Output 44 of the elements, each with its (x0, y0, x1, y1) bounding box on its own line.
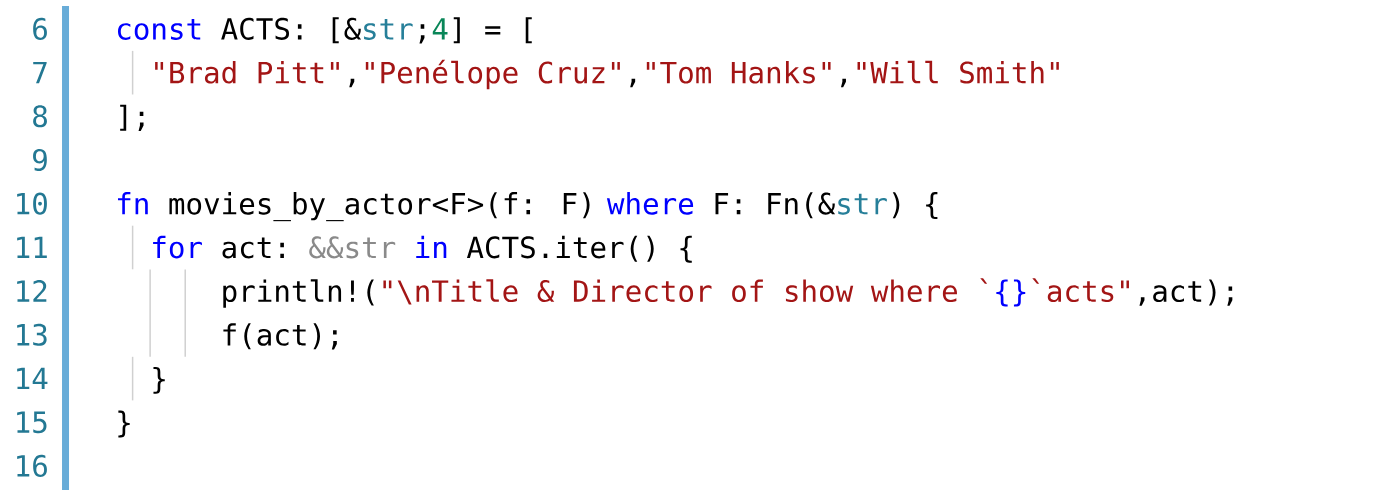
line-number: 10 (17, 192, 47, 215)
code-text: , (840, 78, 846, 88)
line-number: 16 (17, 454, 47, 477)
code-text: ACTS.iter() { (466, 235, 692, 263)
code-text: str (838, 193, 887, 215)
code-text: ) { (892, 192, 938, 220)
code-text: println!( (223, 279, 374, 308)
code-text: ; (419, 24, 425, 44)
code-text: , (349, 78, 355, 88)
code-text: f(act); (223, 323, 337, 350)
code-text: "Tom Hanks" (646, 61, 831, 84)
line-number: 15 (17, 411, 47, 434)
code-text: } (153, 366, 165, 394)
code-text: "Brad Pitt" (155, 61, 339, 84)
code-text: "Penélope Cruz" (365, 59, 620, 90)
code-text: movies_by_actor<F>(f: F) (169, 192, 590, 222)
code-text: `acts" (1032, 278, 1129, 303)
code-text: "\nTitle & Director of show where ` (383, 278, 988, 305)
code-text: str (364, 19, 413, 40)
code-text: 4 (432, 18, 448, 40)
code-text: ,act); (1139, 279, 1233, 306)
line-number: 6 (33, 17, 47, 40)
line-number: 9 (33, 148, 47, 171)
code-text: {} (996, 279, 1026, 307)
line-number: 11 (17, 236, 47, 258)
code-text: act: (222, 237, 284, 259)
code-text: "Will Smith" (857, 60, 1059, 84)
code-text: in (416, 235, 447, 258)
code-text: const (118, 19, 201, 40)
code-text: ACTS: [& (221, 17, 362, 44)
line-number: 8 (33, 105, 47, 128)
line-number: 12 (17, 280, 47, 302)
code-text: , (630, 78, 636, 88)
line-number: 7 (33, 61, 47, 84)
line-number: 13 (17, 323, 47, 346)
code-text: &&str (309, 236, 396, 259)
code-text: ]; (120, 104, 144, 131)
code-text: for (153, 235, 202, 259)
line-number: 14 (17, 367, 48, 390)
code-text: where (606, 192, 694, 215)
code-text: } (118, 410, 130, 438)
code-text: fn (118, 192, 148, 215)
code-text: ] = [ (453, 17, 532, 44)
code-text: F: Fn(& (715, 192, 836, 219)
